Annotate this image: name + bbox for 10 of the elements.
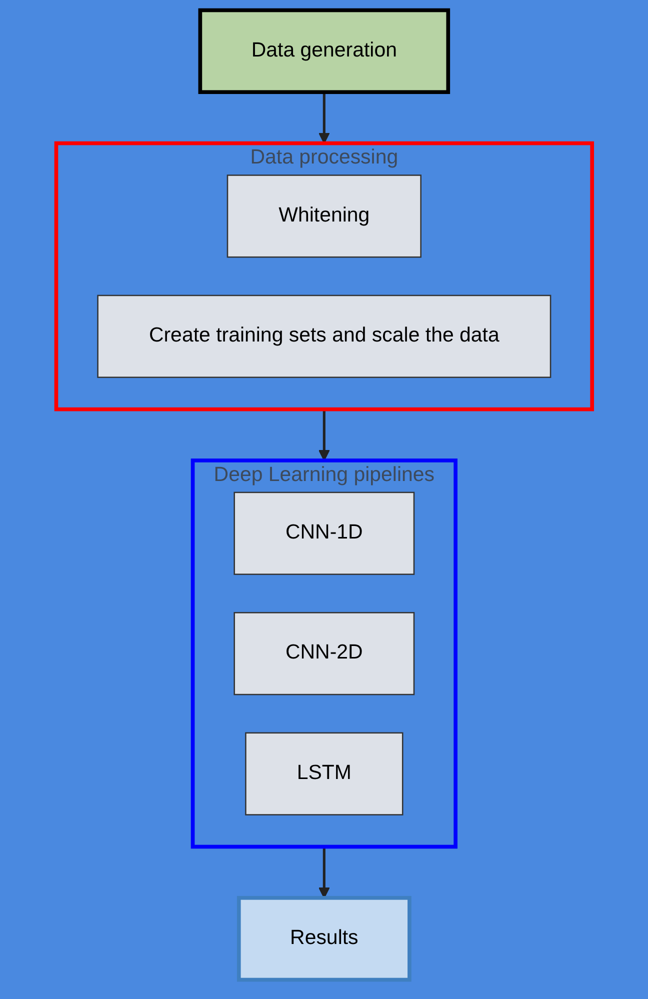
- arrow: [318, 92, 330, 144]
- node-box: CNN-1D: [234, 492, 414, 575]
- node-box: Create training sets and scale the data: [97, 294, 551, 378]
- node-box: Data generation: [198, 8, 450, 94]
- node-box: Whitening: [226, 174, 422, 258]
- arrow: [318, 409, 330, 461]
- arrow: [318, 846, 330, 898]
- node-box: CNN-2D: [234, 612, 414, 696]
- node-box: Results: [236, 896, 412, 982]
- node-box: LSTM: [244, 732, 404, 816]
